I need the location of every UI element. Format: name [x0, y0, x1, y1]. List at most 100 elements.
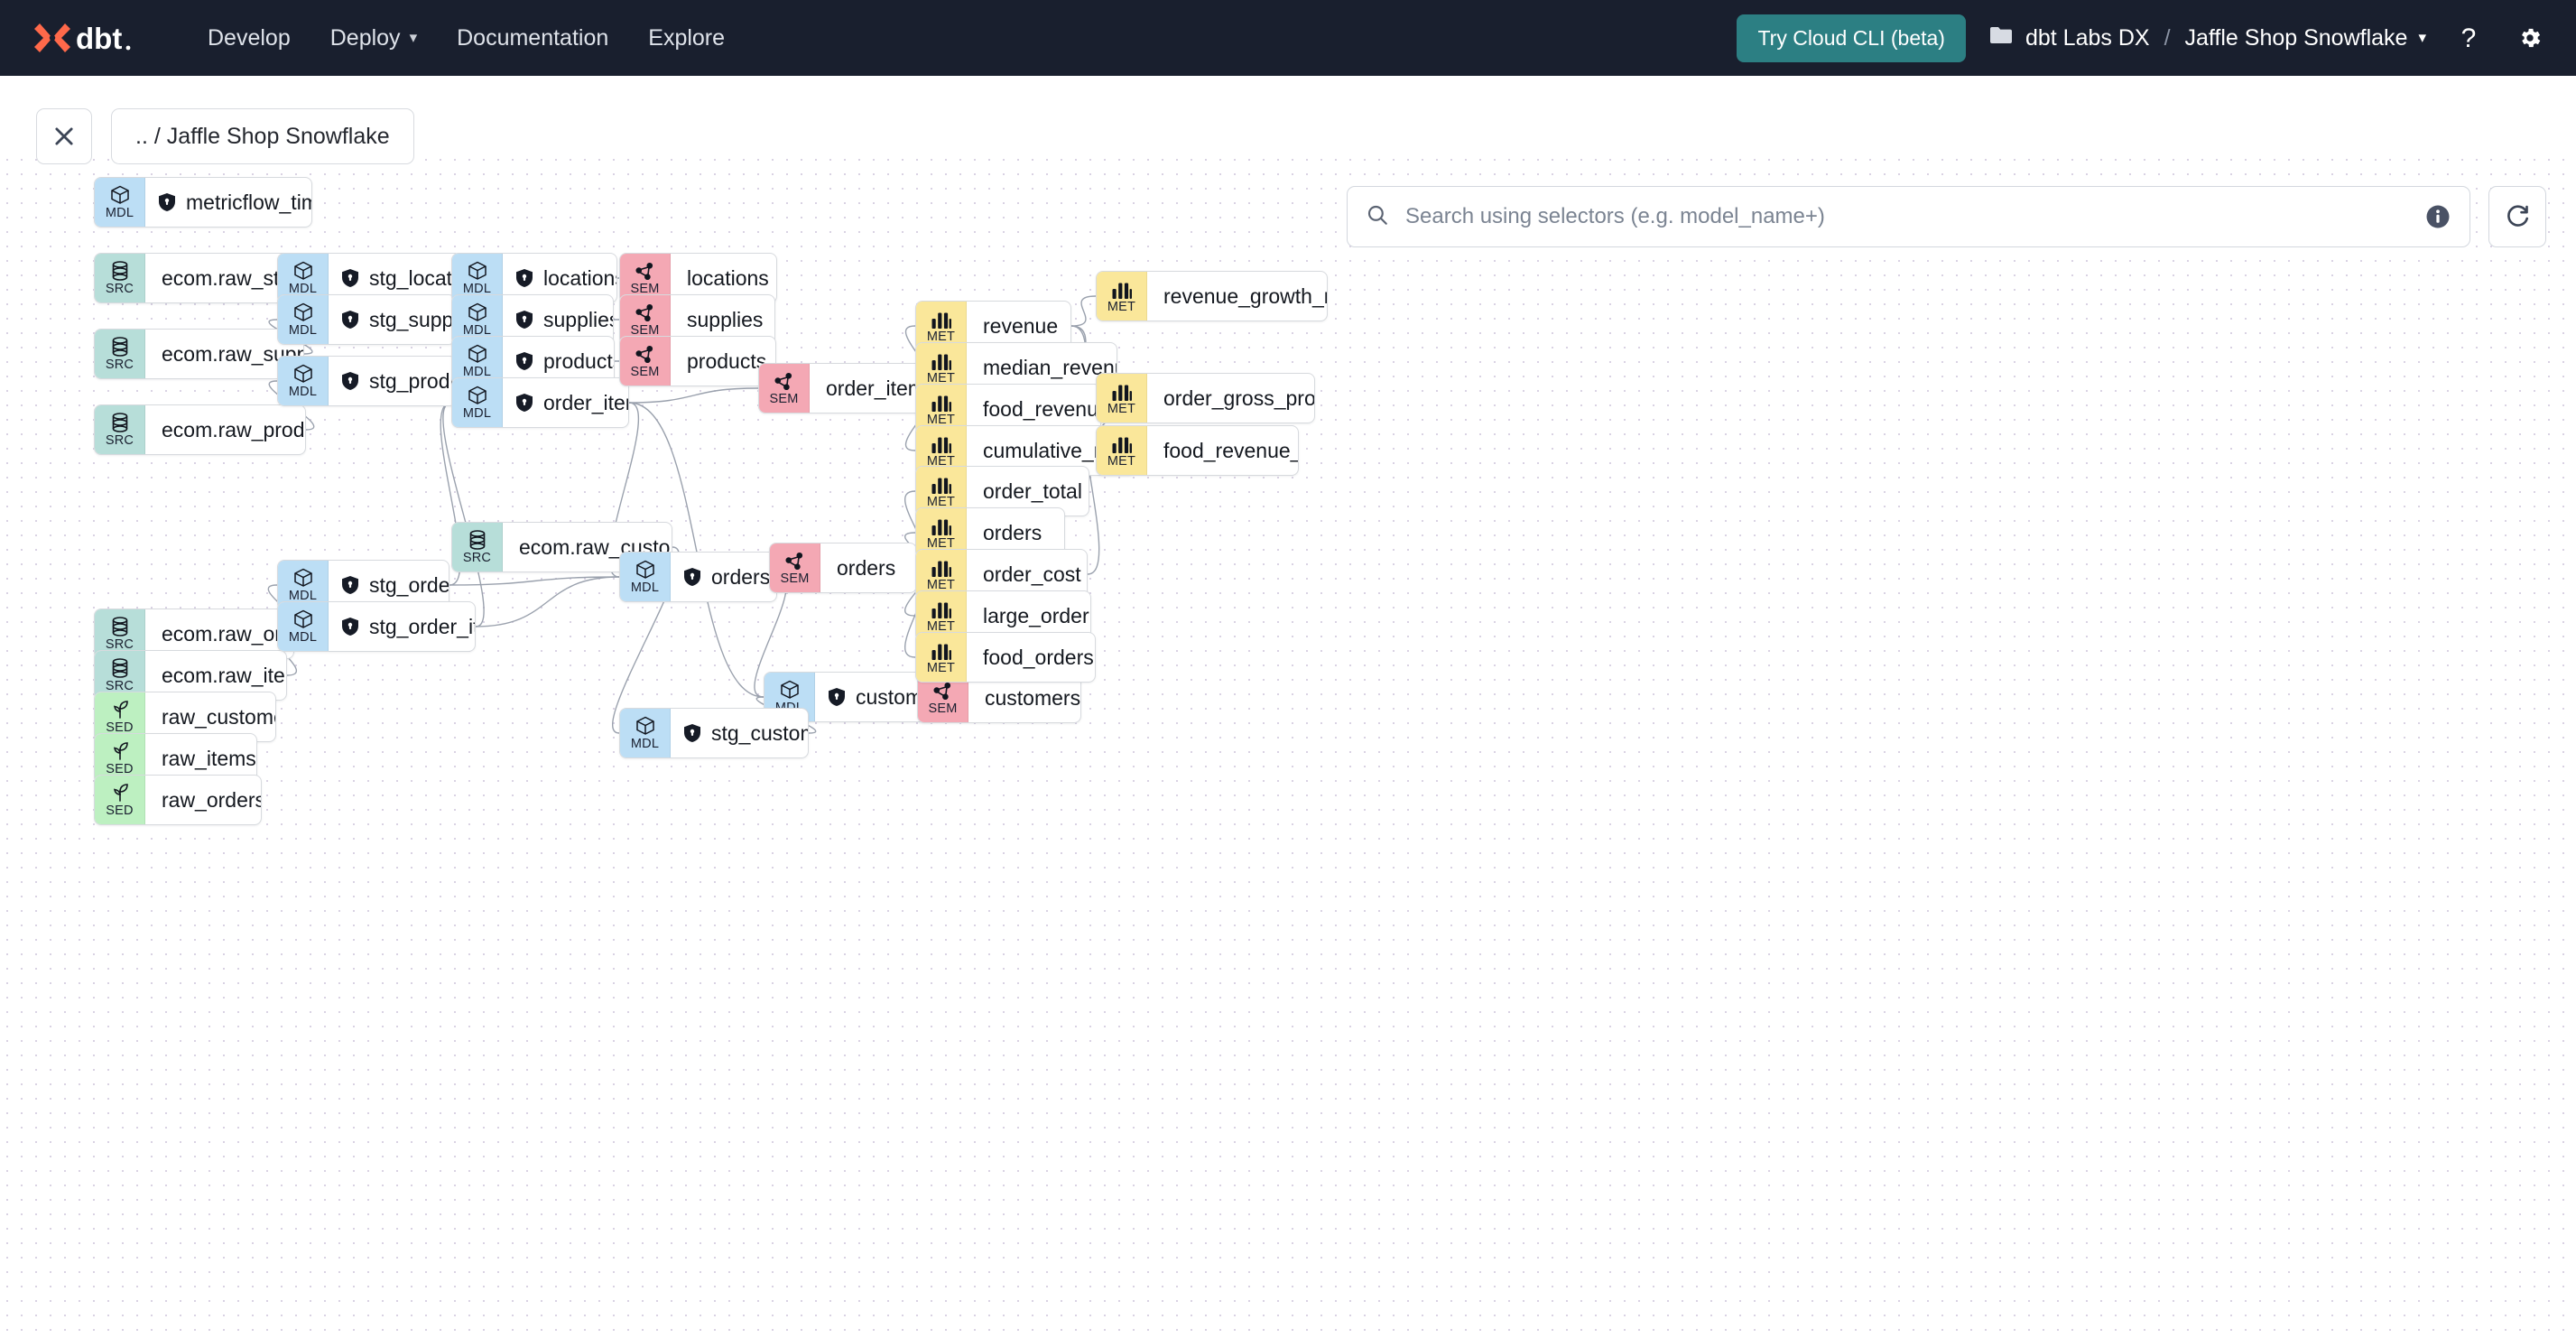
node-type-code: MET: [1107, 402, 1136, 416]
graph-node-order_items[interactable]: MDL order_items: [451, 377, 629, 428]
mdl-icon: [635, 716, 656, 737]
mdl-icon: [292, 364, 314, 385]
breadcrumb-separator: /: [2164, 24, 2171, 51]
mdl-icon: [635, 560, 656, 581]
node-label-text: orders: [711, 564, 771, 589]
node-label: raw_items: [145, 734, 256, 783]
node-label: stg_locations: [329, 254, 460, 302]
sem-icon: [635, 345, 655, 365]
node-label: order_items: [503, 378, 628, 427]
node-label: food_revenue: [967, 385, 1100, 433]
node-label: ecom.raw_products: [145, 405, 305, 454]
breadcrumb[interactable]: .. / Jaffle Shop Snowflake: [111, 108, 414, 164]
node-type-code: MDL: [462, 323, 492, 338]
lineage-edge: [442, 402, 485, 627]
node-label: order_total: [967, 467, 1089, 516]
help-icon[interactable]: ?: [2450, 19, 2488, 57]
node-type-code: MDL: [462, 406, 492, 421]
node-label: orders: [671, 553, 776, 601]
node-type-badge-mdl: MDL: [95, 178, 145, 227]
graph-node-met_order_gross_profit[interactable]: MET order_gross_profit: [1096, 373, 1315, 423]
sem-icon: [774, 372, 794, 392]
src-icon: [110, 337, 130, 358]
nav-item-explore[interactable]: Explore: [628, 16, 745, 60]
met-icon: [1111, 280, 1133, 300]
node-label-text: stg_supplies: [369, 307, 456, 331]
src-icon: [110, 617, 130, 637]
node-type-code: MET: [926, 454, 956, 469]
node-label: order_cost: [967, 550, 1087, 599]
met-icon: [931, 475, 952, 495]
nav-item-deploy[interactable]: Deploy ▾: [310, 16, 437, 60]
met-icon: [1111, 382, 1133, 402]
nav-item-develop[interactable]: Develop: [188, 16, 310, 60]
node-label-text: locations: [687, 265, 769, 290]
node-label-text: stg_customers: [711, 720, 808, 745]
shield-icon: [683, 723, 701, 743]
node-label-text: customers: [985, 685, 1081, 710]
node-label: stg_products: [329, 357, 456, 405]
node-type-badge-src: SRC: [452, 523, 503, 571]
lineage-edge: [628, 387, 759, 404]
met-icon: [931, 434, 952, 454]
project-selector[interactable]: Jaffle Shop Snowflake ▾: [2185, 25, 2426, 51]
try-cloud-cli-button[interactable]: Try Cloud CLI (beta): [1737, 14, 1966, 62]
search-input[interactable]: [1404, 203, 2410, 230]
node-type-code: SEM: [630, 282, 660, 296]
account-name[interactable]: dbt Labs DX: [2025, 24, 2150, 51]
node-type-code: MET: [926, 578, 956, 592]
node-label-text: supplies: [543, 307, 614, 331]
node-type-badge-mdl: MDL: [278, 357, 329, 405]
gear-icon[interactable]: [2511, 19, 2549, 57]
node-label-text: order_gross_profit: [1163, 386, 1315, 410]
nav-item-documentation[interactable]: Documentation: [437, 16, 628, 60]
node-type-badge-sem: SEM: [759, 364, 810, 413]
mdl-icon: [109, 185, 131, 206]
node-type-code: SEM: [630, 323, 660, 338]
node-type-badge-mdl: MDL: [620, 553, 671, 601]
node-label: supplies: [671, 295, 774, 344]
node-type-badge-sed: SED: [95, 776, 145, 824]
refresh-icon[interactable]: [2488, 186, 2546, 247]
node-label: raw_customers: [145, 692, 275, 741]
node-label-text: ecom.raw_orders: [162, 621, 293, 646]
node-label: products: [671, 337, 775, 386]
node-label: stg_customers: [671, 709, 808, 757]
chevron-down-icon: ▾: [409, 29, 418, 46]
shield-icon: [341, 575, 359, 595]
nav-label: Develop: [208, 24, 291, 51]
node-label-text: ecom.raw_products: [162, 417, 305, 441]
close-icon[interactable]: [36, 108, 92, 164]
shield-icon: [158, 192, 176, 212]
dbt-logo[interactable]: dbt: [32, 20, 134, 56]
node-type-code: SEM: [780, 571, 810, 586]
node-label: supplies: [503, 295, 614, 344]
graph-node-orders[interactable]: MDL orders: [619, 552, 777, 602]
search-bar[interactable]: [1347, 186, 2470, 247]
node-label: customers: [968, 674, 1081, 722]
shield-icon: [683, 567, 701, 587]
main-nav: Develop Deploy ▾ Documentation Explore: [188, 16, 745, 60]
mdl-icon: [779, 680, 801, 701]
node-type-code: SEM: [769, 392, 799, 406]
lineage-graph-canvas[interactable]: MDLmetricflow_time_spineSRCecom.raw_stor…: [0, 153, 2576, 1338]
info-icon[interactable]: [2424, 203, 2451, 230]
